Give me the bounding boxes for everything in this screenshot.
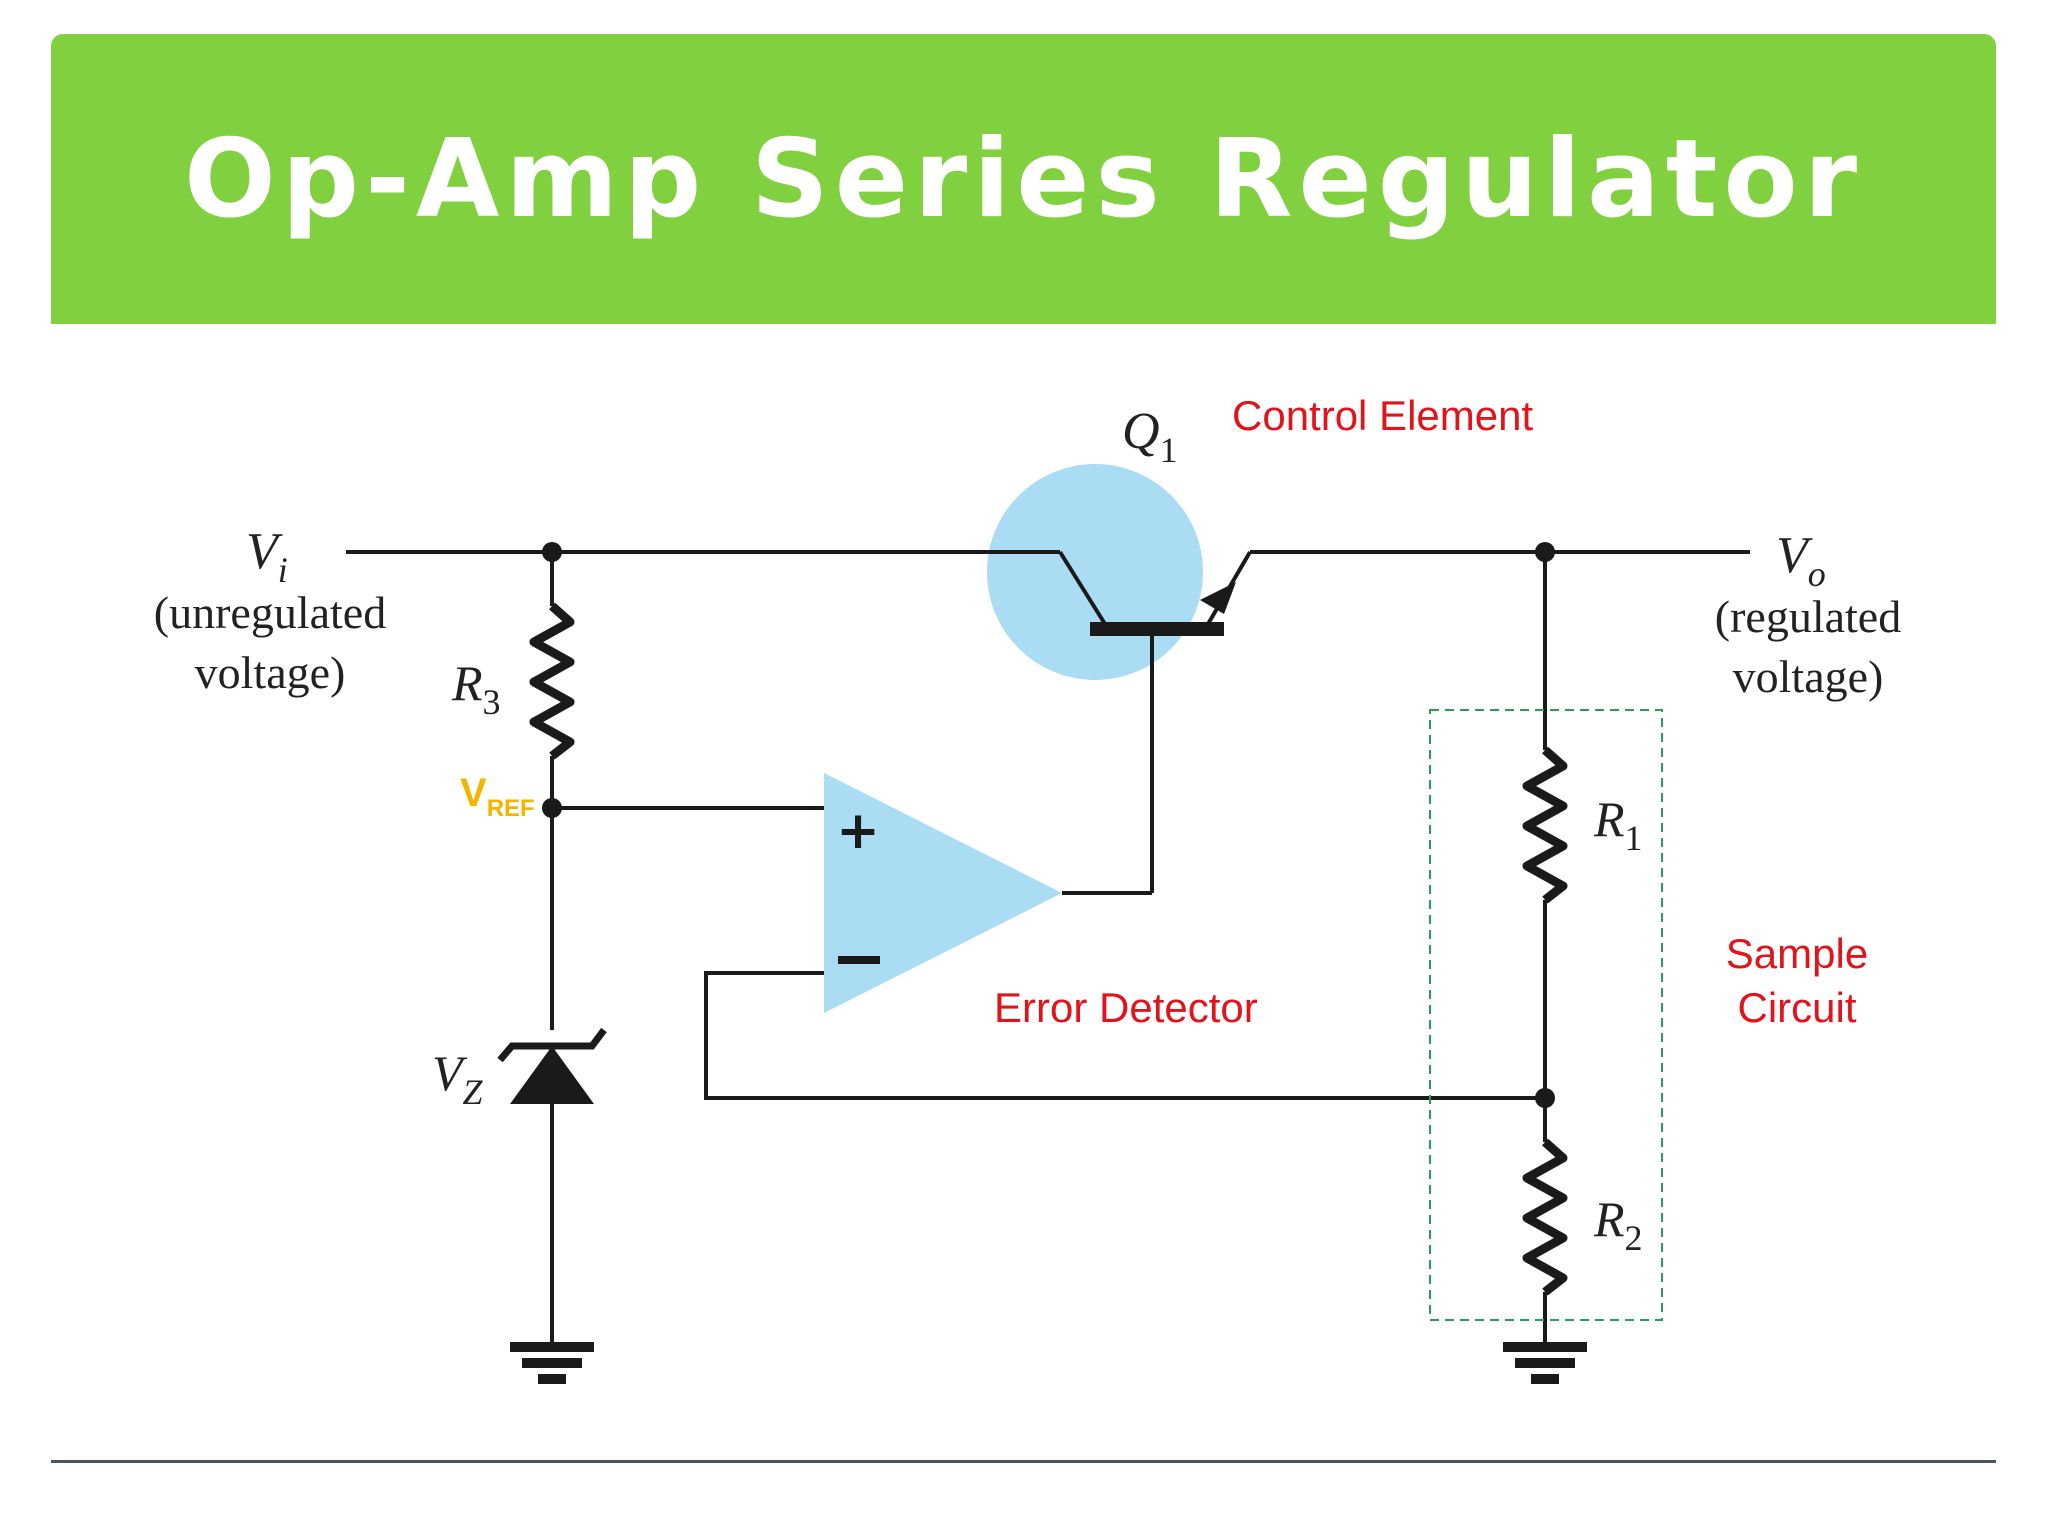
junction-dot xyxy=(542,542,562,562)
q1-base-bar xyxy=(1090,622,1224,636)
vi-desc-line2: voltage) xyxy=(195,647,346,698)
q1-label: Q1 xyxy=(1122,403,1178,470)
ground-right-bar-3 xyxy=(1531,1374,1559,1384)
title-bar: Op-Amp Series Regulator xyxy=(51,34,1996,324)
ground-right-bar-1 xyxy=(1503,1342,1587,1352)
vi-desc-line1: (unregulated xyxy=(154,587,386,638)
vo-label: Vo xyxy=(1776,527,1826,594)
ground-left-bar-3 xyxy=(538,1374,566,1384)
q1-emitter-arrow xyxy=(1200,582,1236,614)
r1-label: R1 xyxy=(1593,791,1643,858)
q1-collector xyxy=(1058,550,1107,626)
bottom-divider xyxy=(51,1460,1996,1463)
junction-dot xyxy=(1535,542,1555,562)
q1-highlight xyxy=(987,464,1203,680)
r3-label: R3 xyxy=(451,655,501,722)
r1-resistor xyxy=(1522,746,1568,904)
r3-resistor xyxy=(529,602,575,760)
r2-resistor xyxy=(1522,1138,1568,1296)
r2-label: R2 xyxy=(1593,1191,1643,1258)
ground-right-bar-2 xyxy=(1515,1358,1575,1368)
ground-left-bar-1 xyxy=(510,1342,594,1352)
vi-label: Vi xyxy=(246,523,288,590)
opamp-plus-sign: + xyxy=(836,801,880,861)
junction-dot xyxy=(1535,1088,1555,1108)
vo-desc-line1: (regulated xyxy=(1715,591,1901,642)
control-element-label: Control Element xyxy=(1232,392,1533,439)
opamp-minus-sign xyxy=(838,956,880,964)
op-amp-triangle xyxy=(824,773,1062,1013)
wire-feedback xyxy=(704,971,1545,1100)
zener-diode-bar xyxy=(497,1027,607,1063)
sample-circuit-label-line2: Circuit xyxy=(1737,984,1856,1031)
junction-dot xyxy=(542,798,562,818)
ground-left-bar-2 xyxy=(522,1358,582,1368)
vz-label: VZ xyxy=(432,1045,484,1112)
page-title: Op-Amp Series Regulator xyxy=(183,116,1863,242)
sample-circuit-label-line1: Sample xyxy=(1726,930,1868,977)
error-detector-label: Error Detector xyxy=(994,984,1258,1031)
vo-desc-line2: voltage) xyxy=(1733,651,1884,702)
vref-label: VREF xyxy=(460,771,535,822)
zener-diode-triangle xyxy=(510,1046,594,1104)
